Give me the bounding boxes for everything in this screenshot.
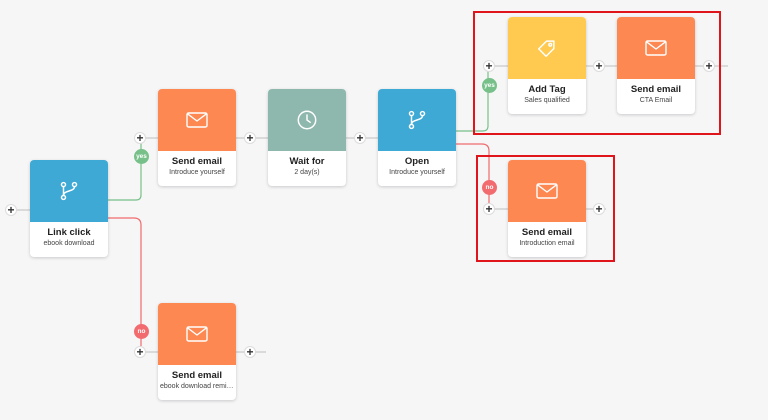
node-subtitle: Sales qualified	[524, 97, 570, 104]
node-subtitle: Introduce yourself	[169, 169, 225, 176]
node-send-email-reminder[interactable]: Send email ebook download remin...	[158, 303, 236, 400]
node-title: Link click	[47, 227, 91, 238]
node-subtitle: Introduce yourself	[389, 169, 445, 176]
node-title: Send email	[171, 156, 223, 167]
node-wait-for[interactable]: Wait for 2 day(s)	[268, 89, 346, 186]
node-subtitle: 2 day(s)	[294, 169, 320, 176]
node-title: Send email	[521, 227, 573, 238]
node-send-email-cta[interactable]: Send email CTA Email	[617, 17, 695, 114]
add-step-button[interactable]: +	[354, 132, 366, 144]
node-send-email-introduce[interactable]: Send email Introduce yourself	[158, 89, 236, 186]
branch-icon	[60, 181, 78, 201]
add-step-button[interactable]: +	[134, 346, 146, 358]
node-title: Wait for	[289, 156, 325, 167]
node-subtitle: Introduction email	[519, 240, 575, 247]
add-step-button[interactable]: +	[134, 132, 146, 144]
node-subtitle: CTA Email	[639, 97, 673, 104]
envelope-icon	[645, 40, 667, 56]
node-title: Add Tag	[528, 84, 566, 95]
add-step-button[interactable]: +	[593, 203, 605, 215]
envelope-icon	[186, 112, 208, 128]
node-link-click[interactable]: Link click ebook download	[30, 160, 108, 257]
add-step-button[interactable]: +	[483, 60, 495, 72]
clock-icon	[297, 110, 317, 130]
node-add-tag[interactable]: Add Tag Sales qualified	[508, 17, 586, 114]
add-step-button[interactable]: +	[703, 60, 715, 72]
add-step-button[interactable]: +	[593, 60, 605, 72]
no-branch-badge: no	[482, 180, 497, 195]
envelope-icon	[186, 326, 208, 342]
node-title: Open	[404, 156, 430, 167]
node-subtitle: ebook download remin...	[160, 383, 236, 390]
tag-icon	[538, 40, 555, 57]
add-step-button[interactable]: +	[244, 132, 256, 144]
branch-icon	[408, 110, 426, 130]
envelope-icon	[536, 183, 558, 199]
yes-branch-badge: yes	[134, 149, 149, 164]
node-send-email-intro[interactable]: Send email Introduction email	[508, 160, 586, 257]
add-step-button[interactable]: +	[5, 204, 17, 216]
node-title: Send email	[630, 84, 682, 95]
node-title: Send email	[171, 370, 223, 381]
add-step-button[interactable]: +	[483, 203, 495, 215]
node-subtitle: ebook download	[43, 240, 95, 247]
node-open[interactable]: Open Introduce yourself	[378, 89, 456, 186]
add-step-button[interactable]: +	[244, 346, 256, 358]
no-branch-badge: no	[134, 324, 149, 339]
yes-branch-badge: yes	[482, 78, 497, 93]
